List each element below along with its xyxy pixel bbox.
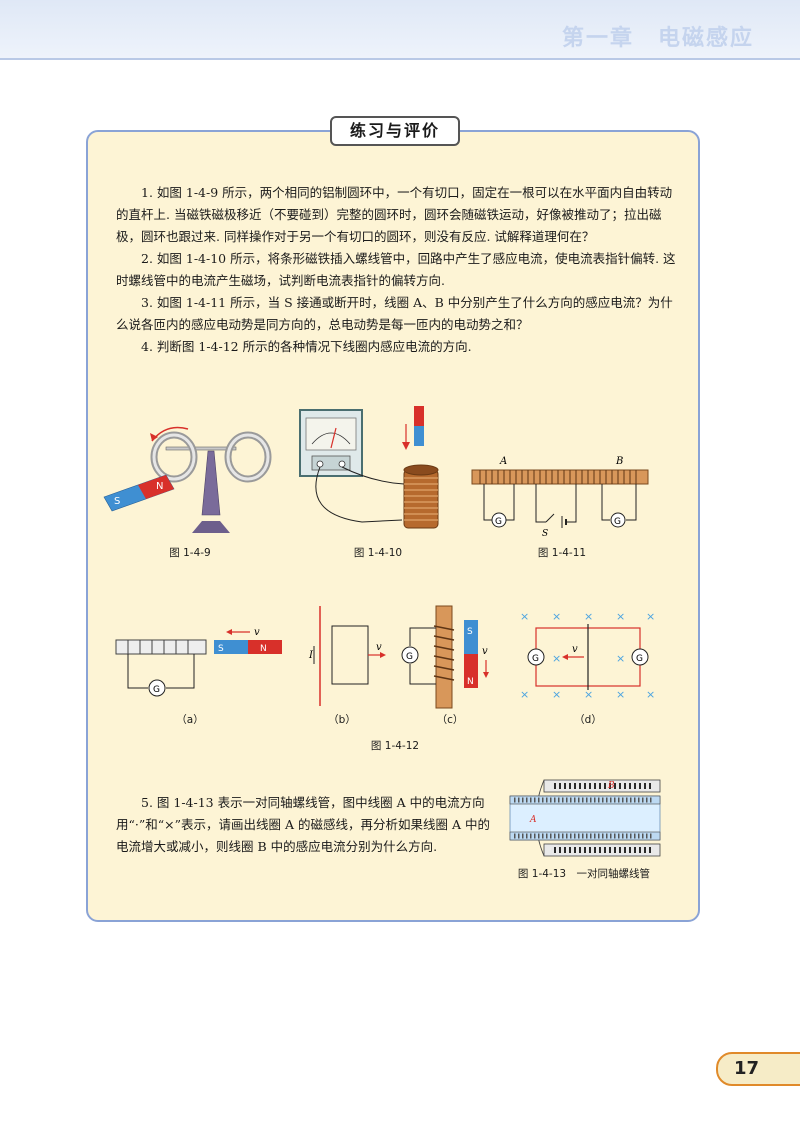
svg-text:S: S [218,644,224,654]
bar-magnet-s [414,426,424,446]
terminal-right [338,460,346,468]
svg-text:×: × [646,610,655,623]
coil-b-label: B [615,456,623,467]
figure-1-4-10 [299,406,439,529]
stand-post [201,450,221,516]
svg-text:S: S [467,627,473,637]
svg-text:×: × [616,610,625,623]
figure-1-4-12-b: I v [308,606,386,706]
svg-text:×: × [520,610,529,623]
figure-1-4-12-c: G S N v [401,605,489,709]
exercise-1: 1. 如图 1-4-9 所示，两个相同的铝制圆环中，一个有切口，固定在一根可以在… [116,185,673,244]
figure-1-4-12-d: × × × × × × × × × × × × G G v [520,610,655,701]
galvanometer-b [610,512,626,528]
caption-1-4-10: 图 1-4-10 [353,547,403,559]
svg-text:×: × [616,688,625,701]
svg-text:G: G [406,652,413,662]
outer-solenoid-b-top [543,779,661,793]
figure-1-4-11: A B G G S [471,456,649,539]
figure-1-4-9: N S [103,426,272,533]
exercise-5: 5. 图 1-4-13 表示一对同轴螺线管，图中线圈 A 中的电流方向用“·”和… [116,795,490,854]
svg-text:N: N [260,644,267,654]
svg-text:×: × [520,688,529,701]
svg-text:G: G [636,654,643,664]
figure-1-4-12-a: G S N v [115,627,282,697]
exercise-4: 4. 判断图 1-4-12 所示的各种情况下线圈内感应电流的方向. [141,339,472,354]
svg-text:×: × [646,688,655,701]
svg-text:G: G [153,685,160,695]
galvanometer [148,679,166,697]
galvanometer-right [631,648,649,666]
caption-1-4-12: 图 1-4-12 [370,740,420,752]
terminal-left [316,460,324,468]
exercise-text-block: 1. 如图 1-4-9 所示，两个相同的铝制圆环中，一个有切口，固定在一根可以在… [116,182,676,358]
svg-text:G: G [532,654,539,664]
magnet-s-label: S [114,496,120,507]
figure-1-4-13: A B [509,779,661,857]
galvanometer [401,646,419,664]
magnet-n-half [248,640,282,654]
solenoid-coil [403,469,439,529]
caption-d: （d） [574,714,602,726]
svg-text:v: v [376,642,382,653]
caption-1-4-11: 图 1-4-11 [537,547,587,559]
stand-base [192,521,230,533]
inner-solenoid-a-bottom [509,831,661,841]
page-number-badge [716,1052,800,1086]
magnet-s-half [464,620,478,654]
svg-text:G: G [495,517,502,527]
svg-text:×: × [616,652,625,665]
magnet-n-label: N [156,481,163,492]
exercise-3: 3. 如图 1-4-11 所示，当 S 接通或断开时，线圈 A、B 中分别产生了… [116,295,673,332]
header-band [0,0,800,60]
bar-magnet-n [414,406,424,426]
svg-text:×: × [552,688,561,701]
galvanometer-a [491,512,507,528]
caption-1-4-9: 图 1-4-9 [169,547,211,559]
galvanometer-needle [330,427,337,449]
page-number: 17 [734,1058,760,1079]
coil-b-label: B [607,781,615,791]
inner-solenoid-a-top [509,795,661,805]
svg-text:×: × [584,688,593,701]
svg-text:v: v [482,646,488,657]
exercise-5-block: 5. 图 1-4-13 表示一对同轴螺线管，图中线圈 A 中的电流方向用“·”和… [116,792,492,858]
magnet-s-half [214,640,248,654]
solenoid-a [115,639,207,655]
svg-text:×: × [552,610,561,623]
svg-text:v: v [572,644,578,655]
galvanometer-left [527,648,545,666]
caption-c: （c） [436,714,464,726]
switch-label: S [542,529,548,539]
outer-solenoid-b-bottom [543,843,661,857]
switch-s [545,513,555,523]
caption-a: （a） [176,714,204,726]
svg-text:×: × [552,652,561,665]
svg-text:G: G [614,517,621,527]
velocity-label: v [254,627,260,638]
coil-a-label: A [529,815,537,825]
magnet-n-half [464,654,478,688]
galvanometer-dial [305,417,357,451]
caption-b: （b） [328,714,356,726]
svg-text:×: × [584,610,593,623]
panel-title: 练习与评价 [330,116,460,146]
exercise-2: 2. 如图 1-4-10 所示，将条形磁铁插入螺线管中，回路中产生了感应电流，使… [116,251,676,288]
svg-text:N: N [467,677,474,687]
rotating-rod [165,446,237,451]
coil-a-label: A [499,456,507,467]
rectangular-loop [331,625,369,685]
magnet-n-half [138,475,174,499]
magnetic-field-crosses: × × × × × × × × × × × × [520,610,655,701]
caption-1-4-13: 图 1-4-13 一对同轴螺线管 [517,868,651,880]
chapter-title: 第一章 电磁感应 [561,26,754,51]
current-label: I [308,650,314,661]
wire-1 [315,466,403,523]
wire-2 [341,466,405,485]
